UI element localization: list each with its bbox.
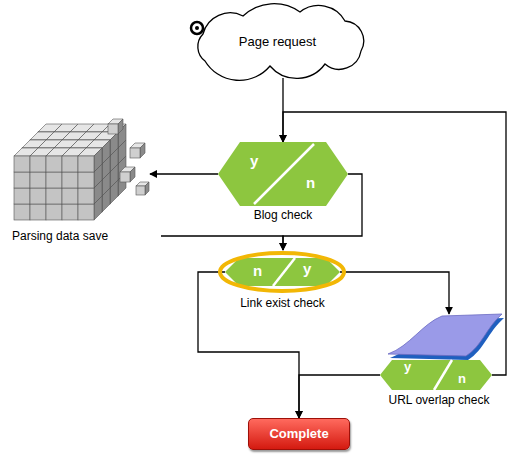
flow-arrow: [198, 272, 299, 418]
cloud-shape: Page request: [175, 6, 380, 82]
flow-arrow: [340, 272, 449, 314]
cube-face: [46, 188, 62, 204]
cube-face: [140, 143, 145, 158]
cube-face: [14, 204, 30, 220]
cube-face: [46, 172, 62, 188]
paper-illustration: [388, 314, 502, 356]
cube-face: [62, 188, 78, 204]
cube-icon: [78, 148, 102, 172]
cube-face: [136, 186, 145, 195]
cube-face: [145, 182, 149, 195]
divider-line: [434, 360, 452, 390]
branch-label: y: [250, 152, 258, 169]
cube-face: [14, 188, 30, 204]
decision-hexagon: y nBlog check: [218, 142, 348, 226]
highlight-ring: [220, 253, 344, 291]
hexagon-fill: [218, 142, 348, 206]
cube-face: [130, 167, 135, 182]
cube-face: [78, 188, 94, 204]
cube-face: [62, 204, 78, 220]
cube-face: [94, 148, 102, 172]
node-label: Blog check: [254, 209, 313, 223]
cube-face: [62, 188, 78, 204]
cube-icon: [120, 167, 135, 182]
cube-face: [78, 188, 94, 204]
cube-face: [30, 172, 46, 188]
cube-face: [46, 156, 62, 172]
cube-icon: [130, 143, 145, 158]
cube-face: [46, 188, 62, 204]
cube-face: [78, 172, 94, 188]
branch-label: n: [306, 174, 315, 191]
cube-face: [30, 156, 46, 172]
connector-group: [150, 78, 506, 418]
cube-face: [62, 172, 78, 188]
cube-face: [46, 204, 62, 220]
data-store: Parsing data save: [8, 112, 158, 246]
cube-face: [30, 156, 46, 172]
flow-arrow: [161, 236, 283, 250]
cube-face: [78, 204, 94, 220]
cube-face: [120, 172, 130, 182]
cube-face: [62, 172, 78, 188]
divider-line: [273, 258, 295, 286]
cube-icon: [136, 182, 149, 195]
decision-hexagon: y nURL overlap check: [372, 314, 506, 410]
node-label: Parsing data save: [12, 230, 108, 244]
cube-face: [78, 172, 94, 188]
branch-label: y: [303, 260, 311, 277]
node-label: Page request: [239, 35, 316, 50]
branch-label: n: [253, 262, 262, 279]
cube-face: [62, 156, 78, 172]
cube-face: [78, 156, 94, 172]
hexagon-fill: [225, 258, 340, 286]
cube-face: [30, 172, 46, 188]
cube-face: [108, 124, 118, 134]
spiral-icon: [191, 22, 203, 34]
terminal-box: Complete: [248, 418, 350, 450]
cube-icon: [108, 119, 123, 134]
data-store: [8, 112, 158, 246]
node-label: Complete: [269, 427, 328, 442]
cube-face: [62, 156, 78, 172]
divider-line: [254, 144, 314, 204]
cube-face: [110, 132, 118, 156]
cube-face: [46, 172, 62, 188]
node-label: Link exist check: [240, 297, 325, 311]
hexagon-fill: [380, 360, 492, 390]
cube-face: [30, 188, 46, 204]
branch-label: n: [458, 372, 466, 387]
cube-face: [118, 119, 123, 134]
flow-arrow: [150, 173, 218, 174]
node-label: URL overlap check: [389, 394, 490, 408]
cube-face: [30, 204, 46, 220]
flow-arrow: [299, 375, 380, 418]
cube-face: [130, 148, 140, 158]
cube-face: [14, 156, 30, 172]
cube-face: [78, 156, 94, 172]
cube-face: [46, 156, 62, 172]
decision-hexagon: n yLink exist check: [215, 250, 350, 314]
cube-face: [14, 172, 30, 188]
cube-face: [102, 140, 110, 164]
cube-face: [30, 188, 46, 204]
spiral-icon: [195, 26, 199, 30]
cloud-outline: [198, 4, 364, 81]
branch-label: y: [404, 360, 411, 375]
